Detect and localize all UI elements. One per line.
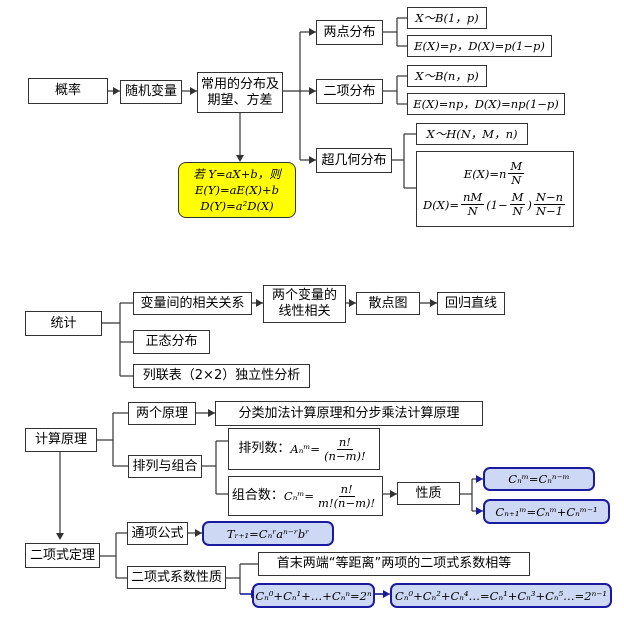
binomial-theorem-root: 二项式定理 bbox=[25, 543, 100, 568]
hyper-d-f2-den: N bbox=[512, 204, 523, 218]
linear-note-line3: D(Y)=a²D(X) bbox=[200, 199, 274, 213]
hyper-d-f1-num: nM bbox=[461, 190, 485, 205]
binomial-expectation-variance: E(X)=np，D(X)=np(1−p) bbox=[407, 93, 565, 115]
hyper-d-mid: (1− bbox=[486, 197, 508, 212]
hypergeometric-variance: D(X)= nM N (1− M N ) N−n N−1 bbox=[423, 191, 567, 218]
hyper-d-f3-den: N−1 bbox=[535, 204, 563, 218]
linear-correlation-line1: 两个变量的 bbox=[271, 288, 337, 303]
regression-line: 回归直线 bbox=[437, 292, 505, 315]
permutation-combination: 排列与组合 bbox=[128, 455, 202, 478]
comb-fraction: n! m!(n−m)! bbox=[316, 481, 377, 510]
perm-label: 排列数： bbox=[238, 441, 291, 456]
hyper-d-f2-num: M bbox=[509, 190, 526, 205]
counting-root: 计算原理 bbox=[25, 428, 97, 452]
hyper-e-den: N bbox=[511, 173, 522, 187]
hypergeometric-distribution: 超几何分布 bbox=[316, 148, 392, 173]
comb-left: Cₙᵐ= bbox=[283, 489, 315, 503]
hyper-d-close: ) bbox=[527, 197, 532, 212]
permutation-number: 排列数： Aₙᵐ= n! (n−m)! bbox=[228, 428, 380, 470]
variable-correlation: 变量间的相关关系 bbox=[133, 292, 252, 315]
two-point-definition: X～B(1，p) bbox=[407, 7, 487, 29]
property: 性质 bbox=[397, 482, 460, 505]
general-term-formula: Tᵣ₊₁=Cₙʳaⁿ⁻ʳbʳ bbox=[202, 521, 334, 546]
perm-left: Aₙᵐ= bbox=[290, 442, 321, 456]
combination-property-2: Cₙ₊₁ᵐ=Cₙᵐ+Cₙᵐ⁻¹ bbox=[483, 499, 610, 524]
combination-property-1: Cₙᵐ=Cₙⁿ⁻ᵐ bbox=[483, 467, 595, 491]
hypergeometric-formulas: E(X)=n M N D(X)= nM N (1− M N ) N−n N−1 bbox=[416, 151, 574, 227]
binomial-distribution: 二项分布 bbox=[316, 79, 383, 104]
comb-label: 组合数： bbox=[231, 488, 284, 503]
parity-sum: Cₙ⁰+Cₙ²+Cₙ⁴…=Cₙ¹+Cₙ³+Cₙ⁵…=2ⁿ⁻¹ bbox=[390, 583, 612, 608]
hyper-d-frac3: N−n N−1 bbox=[533, 190, 566, 218]
comb-den: m!(n−m)! bbox=[318, 495, 376, 510]
principles-text: 分类加法计算原理和分步乘法计算原理 bbox=[215, 401, 483, 426]
probability-root: 概率 bbox=[28, 78, 108, 104]
perm-num: n! bbox=[336, 434, 353, 450]
combination-number: 组合数： Cₙᵐ= n! m!(n−m)! bbox=[228, 476, 383, 516]
linear-transform-note: 若 Y=aX+b，则 E(Y)=aE(X)+b D(Y)=a²D(X) bbox=[178, 162, 296, 218]
statistics-root: 统计 bbox=[25, 311, 102, 336]
hyper-d-frac1: nM N bbox=[461, 190, 485, 218]
scatter-plot: 散点图 bbox=[356, 292, 420, 315]
hyper-e-left: E(X)=n bbox=[463, 166, 507, 181]
hyper-d-f1-den: N bbox=[467, 204, 478, 218]
random-variable: 随机变量 bbox=[120, 80, 182, 104]
hyper-d-left: D(X)= bbox=[422, 197, 459, 212]
two-principles: 两个原理 bbox=[128, 402, 196, 425]
hyper-e-fraction: M N bbox=[508, 159, 525, 187]
two-point-distribution: 两点分布 bbox=[316, 20, 383, 45]
coefficient-property: 二项式系数性质 bbox=[127, 566, 226, 589]
hypergeometric-definition: X～H(N，M，n) bbox=[416, 123, 528, 145]
binomial-definition: X～B(n，p) bbox=[407, 65, 487, 87]
general-term: 通项公式 bbox=[127, 522, 188, 545]
normal-distribution: 正态分布 bbox=[133, 330, 210, 354]
sum-of-coefficients: Cₙ⁰+Cₙ¹+…+Cₙⁿ=2ⁿ bbox=[252, 583, 375, 608]
common-distributions-line2: 期望、方差 bbox=[207, 92, 273, 108]
comb-num: n! bbox=[338, 481, 355, 497]
hyper-d-frac2: M N bbox=[509, 190, 526, 218]
common-distributions-line1: 常用的分布及 bbox=[200, 76, 279, 92]
linear-note-line2: E(Y)=aE(X)+b bbox=[194, 183, 279, 197]
linear-correlation-line2: 线性相关 bbox=[278, 304, 331, 319]
common-distributions: 常用的分布及 期望、方差 bbox=[197, 72, 283, 113]
linear-correlation: 两个变量的 线性相关 bbox=[263, 285, 346, 323]
perm-fraction: n! (n−m)! bbox=[322, 434, 368, 463]
hyper-d-f3-num: N−n bbox=[533, 190, 566, 205]
equidistant-note: 首末两端“等距离”两项的二项式系数相等 bbox=[258, 552, 530, 576]
contingency-table: 列联表（2×2）独立性分析 bbox=[133, 364, 310, 388]
perm-den: (n−m)! bbox=[324, 448, 366, 463]
two-point-expectation-variance: E(X)=p，D(X)=p(1−p) bbox=[407, 35, 552, 57]
hypergeometric-expectation: E(X)=n M N bbox=[464, 160, 526, 187]
linear-note-line1: 若 Y=aX+b，则 bbox=[193, 167, 281, 181]
hyper-e-num: M bbox=[508, 159, 525, 174]
